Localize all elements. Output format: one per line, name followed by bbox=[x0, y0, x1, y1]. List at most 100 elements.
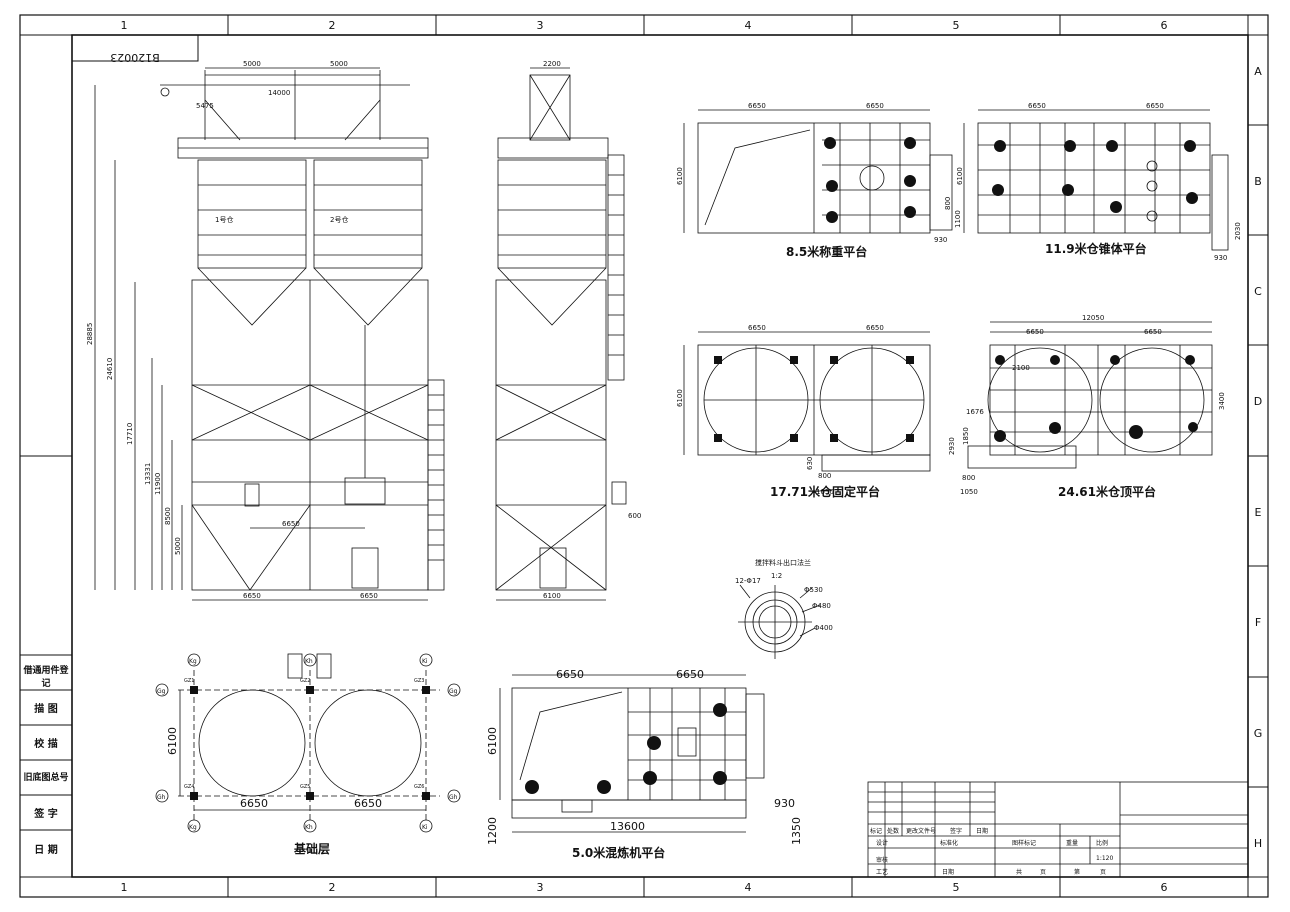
plan-17-71m-marks bbox=[714, 356, 914, 442]
axis-gg-right: Gg bbox=[449, 688, 458, 695]
grid-col-5: 5 bbox=[953, 19, 960, 32]
silo-2-label: 2号仓 bbox=[330, 215, 348, 224]
p2-dim-1: 6650 bbox=[1028, 102, 1046, 110]
side-elevation-labels: 2200 6100 600 bbox=[543, 60, 641, 600]
p3-dim-6: 1050 bbox=[816, 488, 834, 496]
dim-top-4: 5475 bbox=[196, 102, 214, 110]
tb-role-1: 设计 bbox=[876, 839, 888, 847]
dim-height-4: 13331 bbox=[144, 463, 152, 485]
tb-header-2: 处数 bbox=[887, 827, 899, 835]
m-dim-6: 1200 bbox=[486, 817, 499, 845]
axis-gg-left: Gg bbox=[157, 688, 166, 695]
p3-dim-2: 6650 bbox=[866, 324, 884, 332]
p4-dim-8: 1850 bbox=[962, 427, 970, 445]
left-label-2: 描 图 bbox=[34, 704, 58, 715]
tb-field-2: 重量 bbox=[1066, 839, 1078, 847]
plan-8-5m bbox=[683, 109, 953, 234]
grid-row-a: A bbox=[1254, 65, 1262, 78]
dim-top-2: 5000 bbox=[330, 60, 348, 68]
axis-gh-left: Gh bbox=[157, 794, 166, 801]
m-dim-5: 13600 bbox=[610, 820, 645, 833]
flange-dim-4: Φ400 bbox=[814, 624, 833, 632]
p4-dim-9: 800 bbox=[962, 474, 975, 482]
drawing-frame bbox=[19, 14, 1269, 898]
dim-height-2: 24610 bbox=[106, 358, 114, 380]
front-elevation bbox=[94, 67, 445, 601]
mixer-title: 5.0米混炼机平台 bbox=[572, 845, 665, 860]
mixer-platform-marks bbox=[525, 703, 727, 794]
gz5: GZ5 bbox=[300, 784, 310, 790]
grid-col-2: 2 bbox=[329, 19, 336, 32]
grid-row-c: C bbox=[1254, 285, 1262, 298]
axis-ki-bottom: Ki bbox=[422, 824, 428, 831]
side-dim-top: 2200 bbox=[543, 60, 561, 68]
p4-dim-5: 1676 bbox=[966, 408, 984, 416]
foundation-labels: Kg Kh Ki Kg Kh Ki Gg Gh Gg Gh GZ1 GZ2 GZ… bbox=[157, 658, 458, 856]
mixer-platform bbox=[499, 674, 765, 833]
dim-height-1: 28885 bbox=[86, 323, 94, 345]
p4-dim-7: 2930 bbox=[948, 437, 956, 455]
plan-17-71m bbox=[683, 331, 931, 472]
grid-row-e: E bbox=[1255, 506, 1262, 519]
p1-dim-4: 800 bbox=[944, 197, 952, 210]
tb-field-3: 比例 bbox=[1096, 839, 1108, 847]
dim-top-3: 14000 bbox=[268, 89, 290, 97]
p4-dim-4: 2100 bbox=[1012, 364, 1030, 372]
gz4: GZ4 bbox=[184, 784, 194, 790]
p1-dim-3: 6100 bbox=[676, 167, 684, 185]
plan-11-9m-marks bbox=[992, 140, 1198, 213]
p2-dim-4: 930 bbox=[1214, 254, 1227, 262]
p3-title: 17.71米仓固定平台 bbox=[770, 484, 880, 499]
p3-dim-4: 630 bbox=[806, 457, 814, 470]
dim-height-6: 8500 bbox=[164, 507, 172, 525]
side-dim-right: 600 bbox=[628, 512, 641, 520]
side-elevation bbox=[495, 67, 627, 601]
tb-sheet-3: 第 bbox=[1074, 868, 1080, 876]
tb-field-1: 图样标记 bbox=[1012, 839, 1036, 847]
left-label-3: 校 描 bbox=[34, 739, 58, 750]
gz3: GZ3 bbox=[414, 678, 424, 684]
axis-kh-bottom: Kh bbox=[305, 824, 313, 831]
gz2: GZ2 bbox=[300, 678, 310, 684]
p4-dim-6: 3400 bbox=[1218, 392, 1226, 410]
tb-header-4: 签字 bbox=[950, 827, 962, 835]
dim-height-3: 17710 bbox=[126, 423, 134, 445]
flange-detail bbox=[738, 584, 821, 659]
grid-row-g: G bbox=[1254, 727, 1263, 740]
m-dim-4: 930 bbox=[774, 797, 795, 810]
plan-8-5m-labels: 6650 6650 6100 800 1100 930 8.5米称重平台 bbox=[676, 102, 962, 259]
tb-sheet-1: 共 bbox=[1016, 868, 1022, 876]
grid-labels: 1 2 3 4 5 6 1 2 3 4 5 6 A B C D E F G H bbox=[121, 19, 1263, 894]
plan-17-71m-labels: 6650 6650 6100 630 800 1050 17.71米仓固定平台 bbox=[676, 324, 884, 499]
axis-gh-right: Gh bbox=[449, 794, 458, 801]
p2-dim-5: 2030 bbox=[1234, 222, 1242, 240]
tb-sheet-2: 页 bbox=[1040, 869, 1046, 876]
plan-24-61m-marks bbox=[994, 355, 1198, 442]
plan-11-9m bbox=[963, 109, 1229, 251]
grid-row-d: D bbox=[1254, 395, 1262, 408]
tb-role-4: 工艺 bbox=[876, 868, 888, 876]
p4-dim-2: 6650 bbox=[1144, 328, 1162, 336]
grid-col-6: 6 bbox=[1161, 19, 1168, 32]
f-dim-1: 6650 bbox=[240, 797, 268, 810]
gz1: GZ1 bbox=[184, 678, 194, 684]
grid-row-b: B bbox=[1254, 175, 1262, 188]
p1-dim-6: 930 bbox=[934, 236, 947, 244]
tb-role-3: 审核 bbox=[876, 856, 888, 864]
p4-title: 24.61米仓顶平台 bbox=[1058, 484, 1156, 499]
grid-col-5-bottom: 5 bbox=[953, 881, 960, 894]
flange-title: 搅拌料斗出口法兰 bbox=[755, 558, 811, 567]
flange-dim-1: 12-Φ17 bbox=[735, 577, 761, 585]
axis-ki-top: Ki bbox=[422, 658, 428, 665]
drawing-number: B120023 bbox=[110, 51, 160, 64]
silo-1-label: 1号仓 bbox=[215, 215, 233, 224]
foundation-title: 基础层 bbox=[293, 841, 330, 856]
axis-kg-top: Kg bbox=[189, 658, 197, 665]
grid-col-1-bottom: 1 bbox=[121, 881, 128, 894]
p4-dim-3: 12050 bbox=[1082, 314, 1104, 322]
tb-header-5: 日期 bbox=[976, 827, 988, 835]
plan-8-5m-marks bbox=[824, 137, 916, 223]
p3-dim-5: 800 bbox=[818, 472, 831, 480]
p1-dim-2: 6650 bbox=[866, 102, 884, 110]
